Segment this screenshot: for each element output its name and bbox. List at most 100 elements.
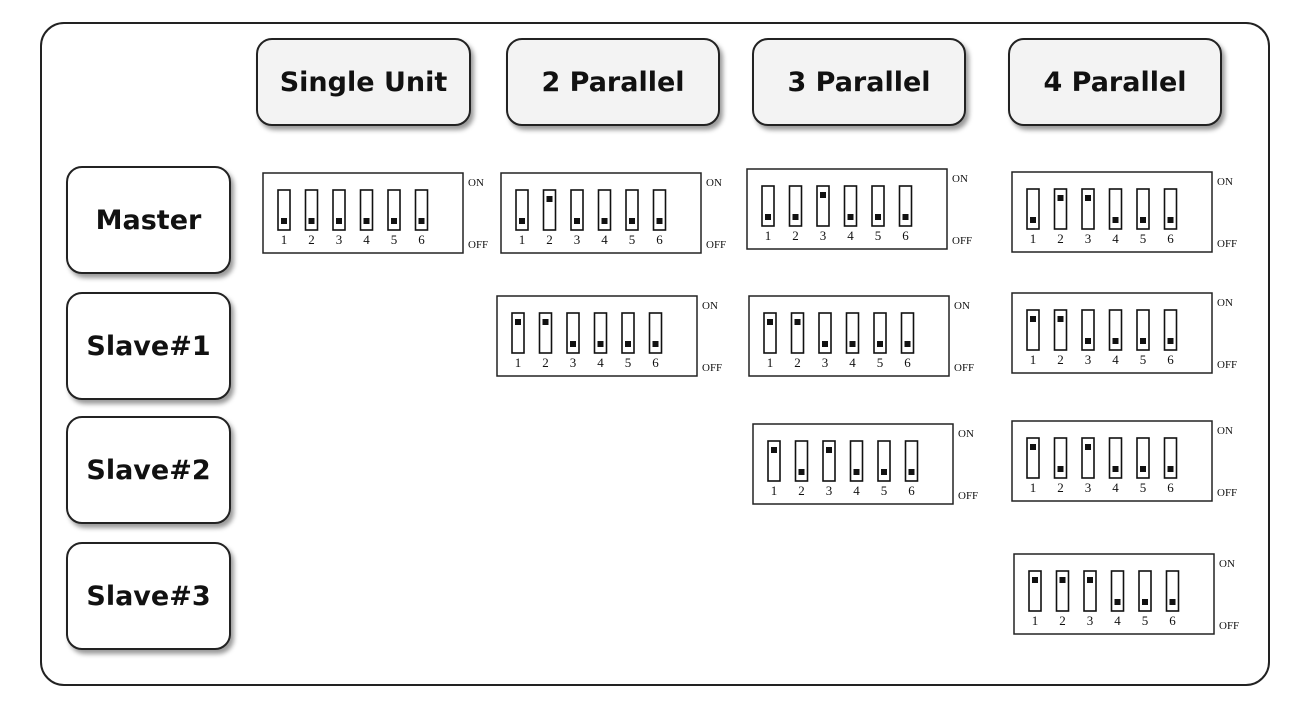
off-label: OFF — [468, 239, 488, 251]
switch-number-3: 3 — [336, 232, 343, 247]
switch-number-4: 4 — [1112, 231, 1119, 246]
switch-number-6: 6 — [1169, 613, 1176, 628]
switch-knob-1-on — [1030, 316, 1036, 322]
switch-number-4: 4 — [847, 228, 854, 243]
switch-number-6: 6 — [908, 483, 915, 498]
switch-knob-3-on — [1085, 444, 1091, 450]
switch-knob-4-off — [853, 469, 860, 475]
switch-knob-2-off — [1057, 466, 1064, 472]
switch-number-2: 2 — [1057, 352, 1064, 367]
on-label: ON — [706, 177, 722, 189]
switch-knob-2-on — [1059, 577, 1066, 583]
switch-knob-6-off — [904, 341, 911, 347]
switch-knob-4-off — [1112, 217, 1119, 223]
off-label: OFF — [1217, 359, 1237, 371]
switch-number-1: 1 — [519, 232, 526, 247]
column-header-single-unit: Single Unit — [256, 38, 471, 126]
column-header-3-parallel: 3 Parallel — [752, 38, 966, 126]
switch-knob-2-on — [794, 319, 801, 325]
switch-number-2: 2 — [546, 232, 553, 247]
switch-knob-5-off — [629, 218, 635, 224]
switch-knob-6-off — [902, 214, 909, 220]
switch-number-5: 5 — [629, 232, 636, 247]
switch-number-5: 5 — [391, 232, 398, 247]
switch-number-1: 1 — [1030, 480, 1037, 495]
switch-knob-5-off — [1140, 466, 1146, 472]
switch-number-2: 2 — [1059, 613, 1066, 628]
switch-knob-3-off — [1085, 338, 1091, 344]
switch-number-5: 5 — [1140, 480, 1147, 495]
switch-number-6: 6 — [1167, 352, 1174, 367]
column-header-2-parallel: 2 Parallel — [506, 38, 720, 126]
off-label: OFF — [702, 362, 722, 374]
switch-number-3: 3 — [570, 355, 577, 370]
row-header-slave3: Slave#3 — [66, 542, 231, 650]
switch-knob-3-on — [1085, 195, 1091, 201]
row-header-master: Master — [66, 166, 231, 274]
switch-knob-4-off — [847, 214, 854, 220]
switch-number-3: 3 — [826, 483, 833, 498]
off-label: OFF — [1217, 238, 1237, 250]
switch-number-3: 3 — [1085, 231, 1092, 246]
switch-knob-5-off — [1140, 338, 1146, 344]
switch-knob-2-on — [1057, 316, 1064, 322]
on-label: ON — [468, 177, 484, 189]
switch-number-6: 6 — [418, 232, 425, 247]
off-label: OFF — [958, 490, 978, 502]
switch-knob-1-on — [767, 319, 773, 325]
switch-knob-6-off — [1167, 338, 1174, 344]
switch-knob-1-on — [515, 319, 521, 325]
switch-number-6: 6 — [902, 228, 909, 243]
off-label: OFF — [1217, 487, 1237, 499]
switch-number-4: 4 — [849, 355, 856, 370]
switch-knob-6-off — [656, 218, 663, 224]
switch-number-6: 6 — [904, 355, 911, 370]
switch-knob-5-off — [391, 218, 397, 224]
row-header-slave1: Slave#1 — [66, 292, 231, 400]
switch-knob-4-off — [1114, 599, 1121, 605]
switch-knob-1-on — [771, 447, 777, 453]
switch-number-5: 5 — [881, 483, 888, 498]
switch-number-6: 6 — [656, 232, 663, 247]
off-label: OFF — [954, 362, 974, 374]
off-label: OFF — [1219, 620, 1239, 632]
switch-number-1: 1 — [515, 355, 522, 370]
switch-knob-5-off — [625, 341, 631, 347]
switch-number-4: 4 — [601, 232, 608, 247]
switch-knob-3-off — [574, 218, 580, 224]
switch-knob-3-on — [826, 447, 832, 453]
switch-knob-1-off — [519, 218, 525, 224]
switch-knob-4-off — [363, 218, 370, 224]
switch-knob-1-off — [281, 218, 287, 224]
switch-knob-3-off — [822, 341, 828, 347]
switch-number-4: 4 — [1112, 352, 1119, 367]
switch-number-3: 3 — [574, 232, 581, 247]
switch-knob-6-off — [652, 341, 659, 347]
switch-knob-5-off — [877, 341, 883, 347]
switch-number-1: 1 — [1030, 352, 1037, 367]
switch-knob-2-off — [792, 214, 799, 220]
switch-number-5: 5 — [625, 355, 632, 370]
switch-number-4: 4 — [1114, 613, 1121, 628]
off-label: OFF — [952, 235, 972, 247]
switch-knob-4-off — [597, 341, 604, 347]
column-header-4-parallel: 4 Parallel — [1008, 38, 1222, 126]
switch-knob-5-off — [1142, 599, 1148, 605]
switch-number-1: 1 — [771, 483, 778, 498]
switch-number-2: 2 — [542, 355, 549, 370]
switch-number-5: 5 — [1140, 352, 1147, 367]
switch-number-1: 1 — [281, 232, 288, 247]
switch-knob-6-off — [418, 218, 425, 224]
switch-number-2: 2 — [1057, 231, 1064, 246]
switch-number-1: 1 — [1030, 231, 1037, 246]
switch-knob-1-off — [765, 214, 771, 220]
switch-knob-6-off — [1167, 217, 1174, 223]
switch-number-6: 6 — [1167, 480, 1174, 495]
switch-knob-5-off — [875, 214, 881, 220]
switch-knob-2-on — [542, 319, 549, 325]
